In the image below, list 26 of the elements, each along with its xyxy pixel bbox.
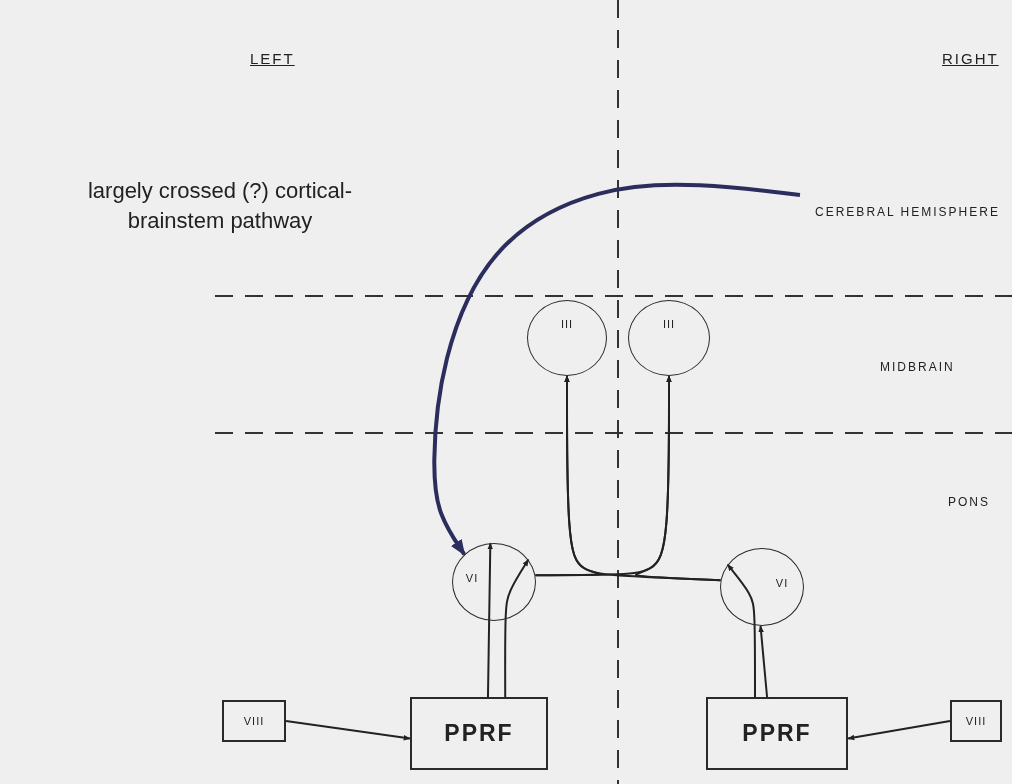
connector-arrow (504, 558, 530, 698)
annotation: largely crossed (?) cortical-brainstem pathway (86, 177, 354, 235)
process-box (222, 700, 286, 742)
connector-arrow (847, 720, 951, 741)
process-box (706, 697, 848, 770)
side-heading: LEFT (250, 49, 295, 69)
node-label: VIII (243, 715, 265, 727)
pathway-arrow (432, 182, 801, 556)
connector-arrow (635, 375, 722, 582)
region-label: CEREBRAL HEMISPHERE (815, 204, 1000, 221)
region-label: MIDBRAIN (880, 359, 955, 376)
node-label: PPRF (444, 720, 514, 747)
node-label: PPRF (742, 720, 812, 747)
connector-arrow (726, 563, 756, 698)
process-box (950, 700, 1002, 742)
node-label: III (662, 318, 676, 330)
node-label: III (560, 318, 574, 330)
node-label: VIII (965, 715, 987, 727)
connector-arrow (486, 542, 494, 698)
region-label: PONS (948, 494, 990, 511)
side-heading: RIGHT (942, 49, 999, 69)
connector-arrow (758, 625, 769, 698)
node-label: VI (465, 572, 479, 584)
node-label: VI (775, 577, 789, 589)
connector-arrow (285, 720, 411, 741)
process-box (410, 697, 548, 770)
